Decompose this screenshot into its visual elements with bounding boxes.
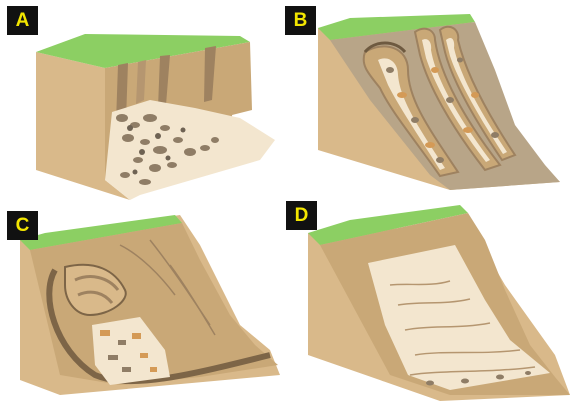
rockfall-diagram [0, 0, 289, 204]
panel-c [0, 205, 289, 409]
panel-d [290, 205, 579, 409]
panel-a [0, 0, 289, 204]
panel-b [290, 0, 579, 204]
slide-diagram [290, 205, 579, 409]
panel-a-badge: A [7, 6, 38, 35]
panel-d-badge: D [286, 201, 317, 230]
debris-flow-diagram [290, 0, 579, 204]
slump-diagram [0, 205, 289, 409]
panel-c-badge: C [7, 211, 38, 240]
panel-b-badge: B [285, 6, 316, 35]
